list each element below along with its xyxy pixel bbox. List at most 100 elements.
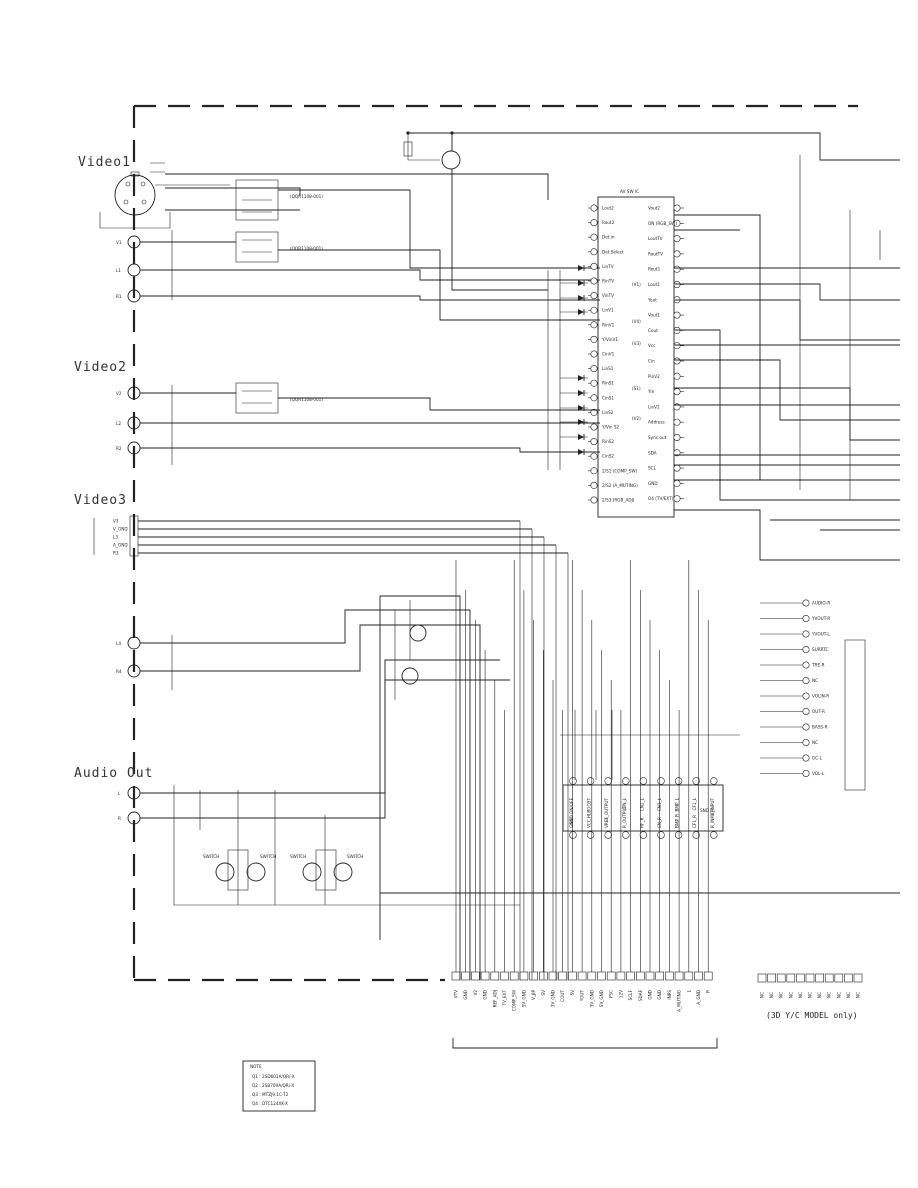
- label-l2: L2: [116, 421, 121, 426]
- connector-pin: [490, 971, 500, 981]
- connector-pin-label: 12V: [618, 990, 623, 998]
- connector-pin: [665, 971, 674, 981]
- right-edge-label: SURRTC: [812, 647, 829, 652]
- av-sw-left-pin-label: RinV1: [602, 322, 615, 327]
- av-sw-left-pin: [590, 394, 598, 402]
- label-r1: R1: [116, 294, 122, 299]
- right-connector-pin: [767, 973, 776, 983]
- right-edge-pin: [802, 707, 810, 715]
- connector-pin-label: SV: [541, 990, 546, 996]
- snd-bottom-pin-label: CF1_R: [692, 815, 697, 828]
- snd-top-pin: [657, 777, 665, 785]
- right-connector-pin-label: NC: [788, 992, 793, 998]
- right-connector-pin-label: NC: [808, 992, 813, 998]
- connector-pin: [597, 971, 606, 981]
- av-sw-left-pin-label: Lout2: [602, 206, 614, 211]
- rca-jack-l4: [127, 636, 141, 650]
- right-edge-label: NC: [812, 740, 818, 745]
- connector-pin-label: FSC: [609, 990, 614, 998]
- right-edge-pin: [802, 754, 810, 762]
- av-sw-left-pin-label: Y/VinV1: [601, 337, 618, 342]
- video3-terminal-label: L3: [113, 535, 118, 540]
- av-sw-left-pin-label: 2/S2 (A_MUTING): [602, 483, 638, 488]
- av-sw-left-pin-label: LinV1: [602, 308, 614, 313]
- snd-top-pin-label: CF1_L: [692, 797, 697, 810]
- snd-top-pin-label: SND ON/OFF: [569, 797, 574, 824]
- av-sw-left-pin: [590, 408, 598, 416]
- av-sw-right-pin: [673, 219, 681, 227]
- right-edge-pin: [802, 645, 810, 653]
- switch-transistor: [246, 862, 266, 882]
- snd-bottom-pin: [692, 831, 700, 839]
- snd-bottom-pin-label: HF_R: [639, 817, 644, 828]
- snd-top-pin: [622, 777, 630, 785]
- connector-pin-label: 5V: [570, 990, 575, 996]
- snd-top-pin: [586, 777, 595, 785]
- right-edge-label: BASS-R: [812, 725, 828, 730]
- label-l1: L1: [116, 268, 121, 273]
- section-video2: Video2: [74, 360, 127, 375]
- av-sw-left-pin: [590, 292, 598, 300]
- av-sw-left-pin-label: LinS1: [602, 366, 614, 371]
- snd-bottom-pin: [586, 831, 595, 839]
- right-connector-pin: [786, 973, 796, 983]
- snd-bottom-pin: [604, 831, 612, 839]
- av-sw-left-pin-label: 2/S3 (RGB_ADJ): [602, 498, 635, 503]
- connector-pin-label: GND: [657, 990, 662, 1000]
- av-sw-right-pin-label: PinV2: [648, 374, 660, 379]
- group-v1: (V1): [632, 282, 641, 287]
- av-sw-left-pin: [590, 204, 598, 212]
- av-sw-right-pin: [673, 495, 681, 503]
- snd-top-pin-label: HLBOOST: [587, 798, 592, 819]
- snd-top-pin: [692, 777, 700, 785]
- filter-part-2: (QQR1108-001): [290, 246, 323, 251]
- section-audio-out: Audio Out: [74, 766, 153, 781]
- label-v2: V2: [116, 391, 122, 396]
- snd-bottom-pin-label: BMP_R: [675, 814, 680, 828]
- transistor-q-top: [441, 150, 461, 170]
- snd-bottom-pin-label: R_OUTPUT: [622, 805, 627, 828]
- connector-pin: [568, 971, 577, 981]
- right-connector-pin-label: NC: [769, 992, 774, 998]
- snd-bottom-pin: [674, 831, 683, 839]
- av-sw-right-pin-label: Rout1: [648, 267, 661, 272]
- note-box: NOTE Q1 : 2SD601A/QR/-X Q2 : 2SB709A/QR/…: [242, 1060, 316, 1112]
- connector-pin: [509, 971, 519, 981]
- group-v2: (V2): [632, 416, 641, 421]
- connector-pin-label: L: [686, 989, 691, 992]
- right-edge-label: VOL-L: [812, 771, 825, 776]
- av-sw-right-pin-label: ON (RGB_SW): [648, 221, 677, 226]
- av-sw-right-pin: [673, 388, 681, 396]
- av-sw-right-pin: [673, 250, 681, 258]
- right-edge-label: YVOUT-R: [811, 616, 830, 621]
- snd-top-pin: [569, 777, 577, 785]
- right-connector-pin: [834, 973, 844, 983]
- av-sw-right-pin: [673, 357, 681, 365]
- connector-pin: [480, 971, 490, 981]
- connector-pin-label: COUT: [560, 990, 565, 1002]
- connector-pin-label: INPS: [667, 990, 672, 1000]
- transistor-q3: [409, 624, 427, 642]
- right-edge-pin: [802, 692, 810, 700]
- group-s1: (S1): [632, 386, 641, 391]
- switch-label: SWITCH: [347, 854, 363, 859]
- av-sw-right-pin-label: GND: [648, 481, 658, 486]
- connector-pin-label: A_MUTING: [677, 990, 682, 1012]
- connector-pin-label: GND: [648, 990, 653, 1000]
- av-sw-right-pin: [673, 372, 681, 380]
- av-sw-left-pin: [590, 452, 598, 460]
- snd-top-pin: [710, 777, 718, 785]
- group-v4: (V4): [632, 319, 641, 324]
- right-connector-pin: [815, 973, 824, 983]
- right-connector-pin-label: NC: [760, 992, 765, 998]
- right-connector-pin: [853, 973, 863, 983]
- right-connector-pin: [824, 973, 834, 983]
- av-sw-left-pin-label: CinS2: [602, 454, 614, 459]
- av-sw-left-pin-label: Rout2: [602, 220, 615, 225]
- model-note: (3D Y/C MODEL only): [766, 1011, 858, 1020]
- video3-terminal-label: R3: [113, 551, 119, 556]
